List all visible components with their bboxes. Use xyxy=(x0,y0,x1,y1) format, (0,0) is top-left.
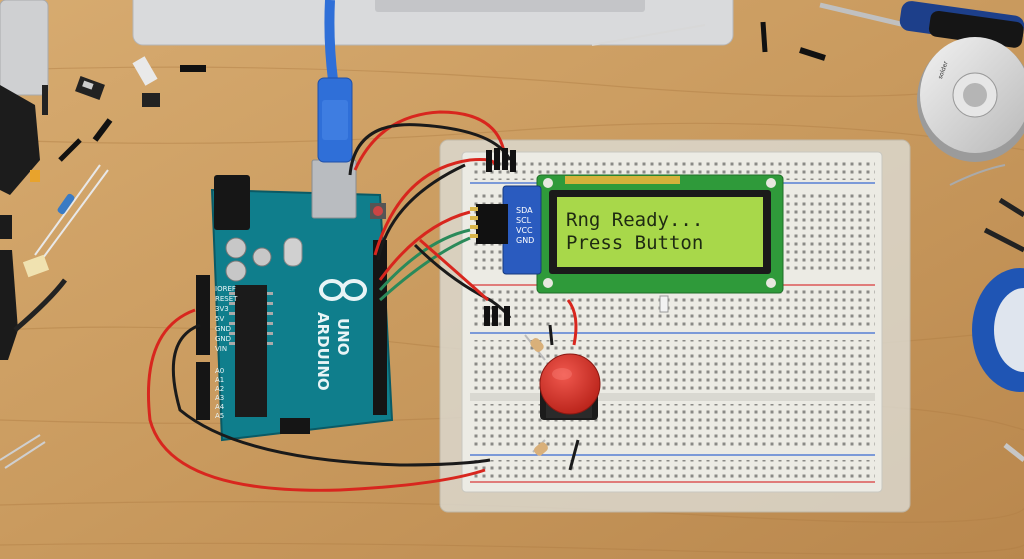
svg-text:IOREF: IOREF xyxy=(215,285,236,293)
dc-power-jack xyxy=(214,175,250,230)
i2c-pin-scl: SCL xyxy=(516,216,532,225)
svg-text:RESET: RESET xyxy=(215,295,238,303)
usb-cable xyxy=(317,0,353,163)
svg-text:VIN: VIN xyxy=(215,345,227,353)
atmega-chip xyxy=(235,285,267,417)
svg-text:A3: A3 xyxy=(215,394,224,402)
arduino-model: UNO xyxy=(334,318,352,356)
arduino-board: ARDUINO UNO IOREF RESET 3V3 5V GND GND V… xyxy=(196,159,394,442)
jumper-wires xyxy=(146,110,580,492)
laptop xyxy=(0,0,734,96)
i2c-module: SDA SCL VCC GND xyxy=(470,185,542,275)
arduino-brand: ARDUINO xyxy=(314,312,332,391)
lcd-module: Rng Ready... Press Button xyxy=(536,174,784,294)
breadboard-grid-middle xyxy=(470,340,875,390)
icsp-header xyxy=(280,418,310,434)
push-button xyxy=(539,353,601,420)
digital-header xyxy=(373,240,387,415)
svg-text:A1: A1 xyxy=(215,376,224,384)
analog-header: A0 A1 A2 A3 A4 A5 xyxy=(196,362,225,420)
i2c-pin-vcc: VCC xyxy=(516,226,533,235)
solder-spool-blue xyxy=(972,268,1024,392)
svg-text:GND: GND xyxy=(215,335,231,343)
resistor xyxy=(524,334,548,456)
desk-components-left xyxy=(0,56,206,469)
i2c-pin-gnd: GND xyxy=(516,236,534,245)
solder-spool-top: solder xyxy=(917,37,1024,186)
svg-text:A4: A4 xyxy=(215,403,225,411)
capacitor xyxy=(225,237,247,259)
svg-text:GND: GND xyxy=(215,325,231,333)
i2c-pin-sda: SDA xyxy=(516,206,533,215)
svg-text:A0: A0 xyxy=(215,367,224,375)
jumper-wire-ends xyxy=(484,148,516,326)
lcd-line-1: Rng Ready... xyxy=(566,209,703,231)
arduino-logo xyxy=(319,279,367,301)
screwdriver xyxy=(819,1,1024,48)
lcd-screen xyxy=(557,197,763,267)
svg-text:5V: 5V xyxy=(215,315,224,323)
desk-components-right: solder xyxy=(591,1,1024,462)
svg-text:A2: A2 xyxy=(215,385,224,393)
small-switch xyxy=(659,295,669,313)
breadboard-grid-bottom xyxy=(470,404,875,450)
lcd-line-2: Press Button xyxy=(566,232,703,254)
svg-text:3V3: 3V3 xyxy=(215,305,229,313)
power-header: IOREF RESET 3V3 5V GND GND VIN xyxy=(196,275,238,355)
svg-text:A5: A5 xyxy=(215,412,224,420)
